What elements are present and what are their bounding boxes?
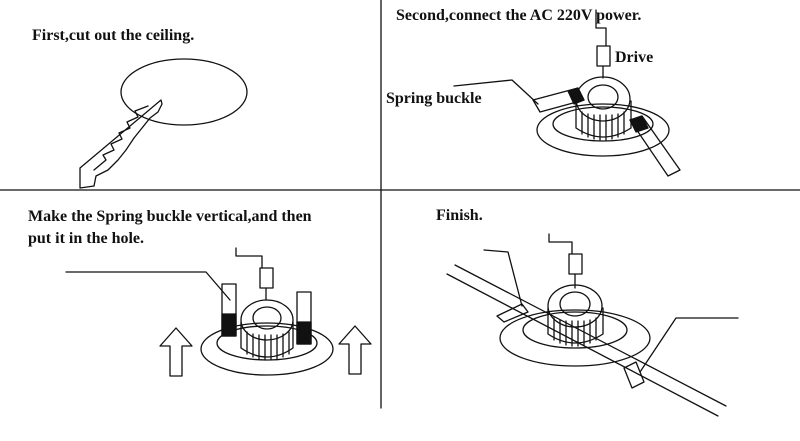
ceiling-line: [447, 274, 718, 416]
lamp-base-ring: [537, 104, 669, 156]
drive-unit: [569, 254, 582, 274]
lamp-base-ring: [500, 310, 650, 366]
drive-label: Drive: [615, 49, 654, 66]
drive-unit: [260, 268, 273, 288]
lamp-body: [576, 77, 631, 140]
panel-dividers: [0, 0, 800, 408]
spring-buckle-leader: [66, 272, 230, 300]
spring-buckle-right: [624, 362, 644, 388]
spring-buckle-left: [497, 304, 528, 322]
spring-buckle-right: [630, 116, 680, 176]
arrow-up-left-icon: [160, 328, 192, 376]
drive-cable: [596, 10, 606, 78]
spring-buckle-leader: [484, 250, 522, 306]
panel-1-cut-ceiling: [80, 59, 247, 188]
spring-buckle-left: [222, 284, 236, 336]
drive-cable: [549, 234, 575, 288]
spring-buckle-leader: [640, 318, 738, 372]
step-1-label: First,cut out the ceiling.: [32, 27, 195, 44]
spring-buckle-left: [533, 88, 584, 112]
step-4-label: Finish.: [436, 207, 483, 224]
drive-unit: [597, 46, 610, 66]
panel-2-connect-power: [454, 10, 680, 176]
arrow-up-right-icon: [339, 326, 371, 374]
spring-buckle-label: Spring buckle: [386, 90, 482, 107]
spring-buckle-leader: [454, 80, 538, 104]
panel-4-finished: [447, 234, 738, 416]
lamp-base-ring: [201, 323, 333, 375]
drive-cable: [236, 248, 266, 300]
saw-icon: [80, 100, 162, 188]
step-2-label: Second,connect the AC 220V power.: [396, 7, 642, 24]
lamp-body: [241, 300, 293, 360]
panel-3-insert-lamp: [66, 248, 371, 376]
lamp-body: [548, 285, 603, 346]
step-3-label-line-1: Make the Spring buckle vertical,and then: [28, 208, 312, 225]
spring-buckle-right: [297, 292, 311, 344]
ceiling-hole: [121, 59, 247, 125]
step-3-label-line-2: put it in the hole.: [28, 230, 145, 247]
